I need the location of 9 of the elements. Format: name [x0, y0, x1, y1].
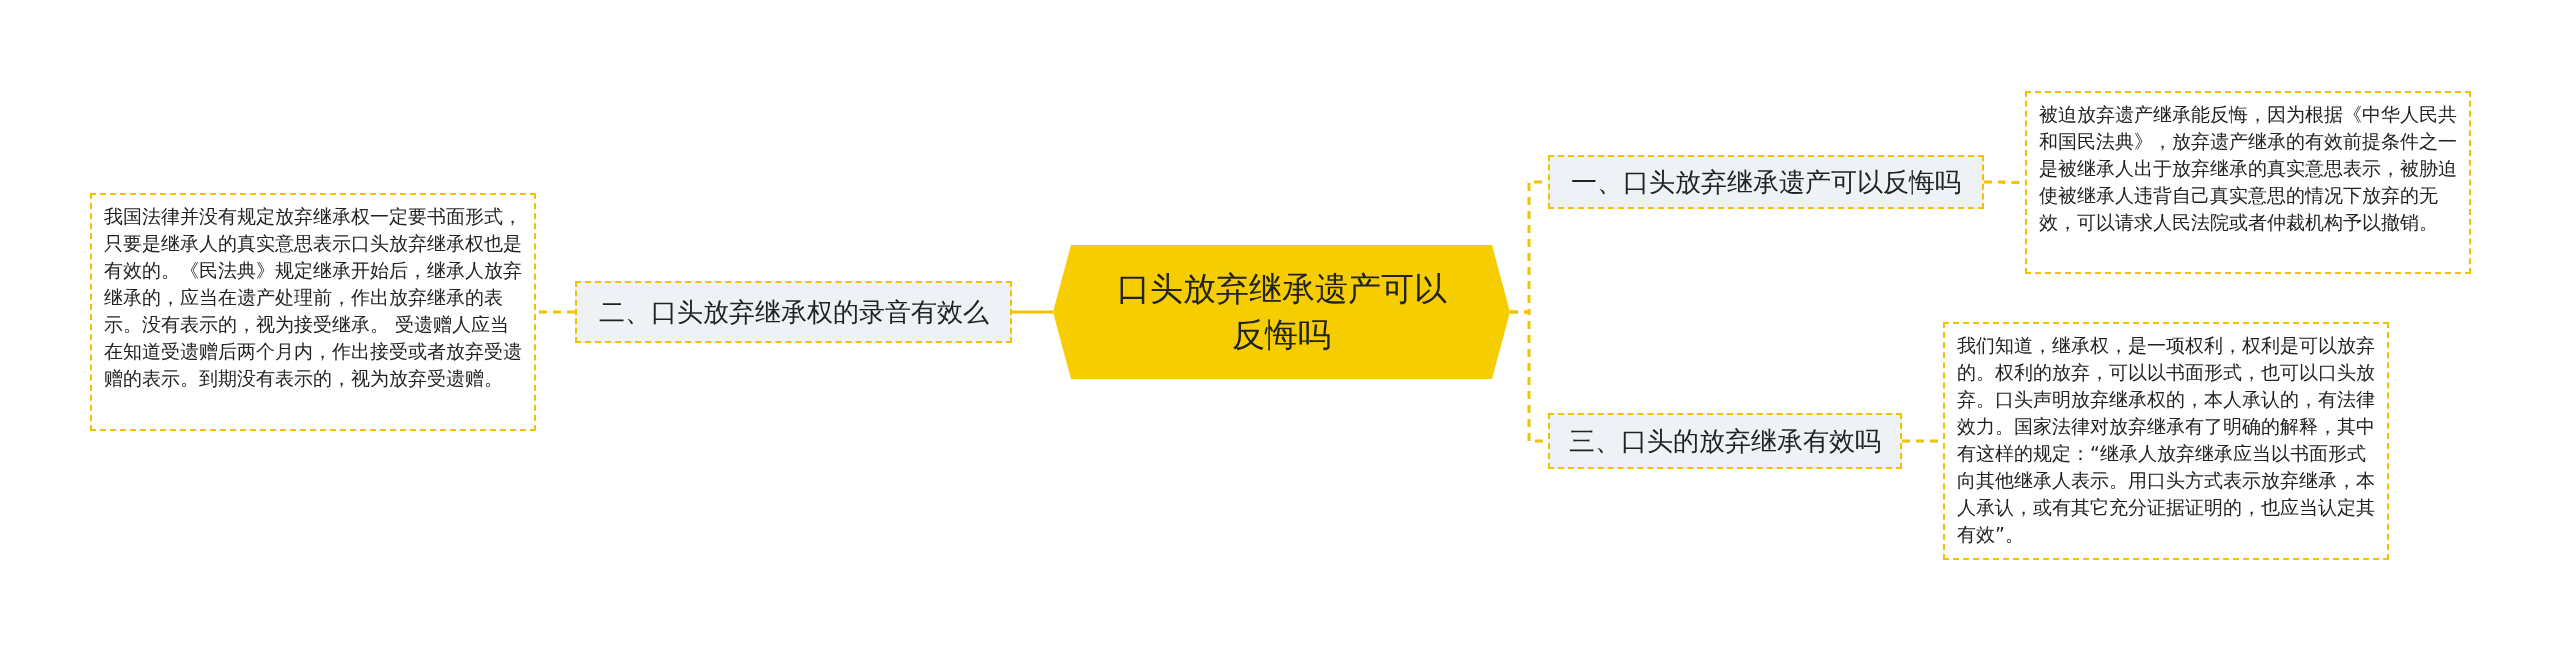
connector-line [1012, 310, 1053, 314]
note-box: 我国法律并没有规定放弃继承权一定要书面形式，只要是继承人的真实意思表示口头放弃继承权也是有效的。《民法典》规定继承开始后，继承人放弃继承的，应当在遗产处理前，作出放弃继承的表示。没有表示的，视为接受继承。 受遗赠人应当在知道受遗赠后两个月内，作出接受或者放弃受遗赠的表示。到期没有表示的，视为放弃受遗赠。 [90, 193, 536, 431]
connector-line [536, 310, 575, 314]
topic-hexagon: 口头放弃继承遗产可以反悔吗 [1053, 245, 1510, 379]
branch-box: 三、口头的放弃继承有效吗 [1548, 413, 1902, 469]
branch-box: 二、口头放弃继承权的录音有效么 [575, 281, 1012, 343]
branch-box: 一、口头放弃继承遗产可以反悔吗 [1548, 155, 1984, 209]
note-box: 被迫放弃遗产继承能反悔，因为根据《中华人民共和国民法典》，放弃遗产继承的有效前提条件之一是被继承人出于放弃继承的真实意思表示，被胁迫使被继承人违背自己真实意思的情况下放弃的无效，可以请求人民法院或者仲裁机构予以撤销。 [2025, 91, 2471, 274]
note-box: 我们知道，继承权，是一项权利，权利是可以放弃的。权利的放弃，可以以书面形式，也可以口头放弃。口头声明放弃继承权的，本人承认的，有法律效力。国家法律对放弃继承有了明确的解释，其中有这样的规定：“继承人放弃继承应当以书面形式向其他继承人表示。用口头方式表示放弃继承，本人承认，或有其它充分证据证明的，也应当认定其有效”。 [1943, 322, 2389, 560]
